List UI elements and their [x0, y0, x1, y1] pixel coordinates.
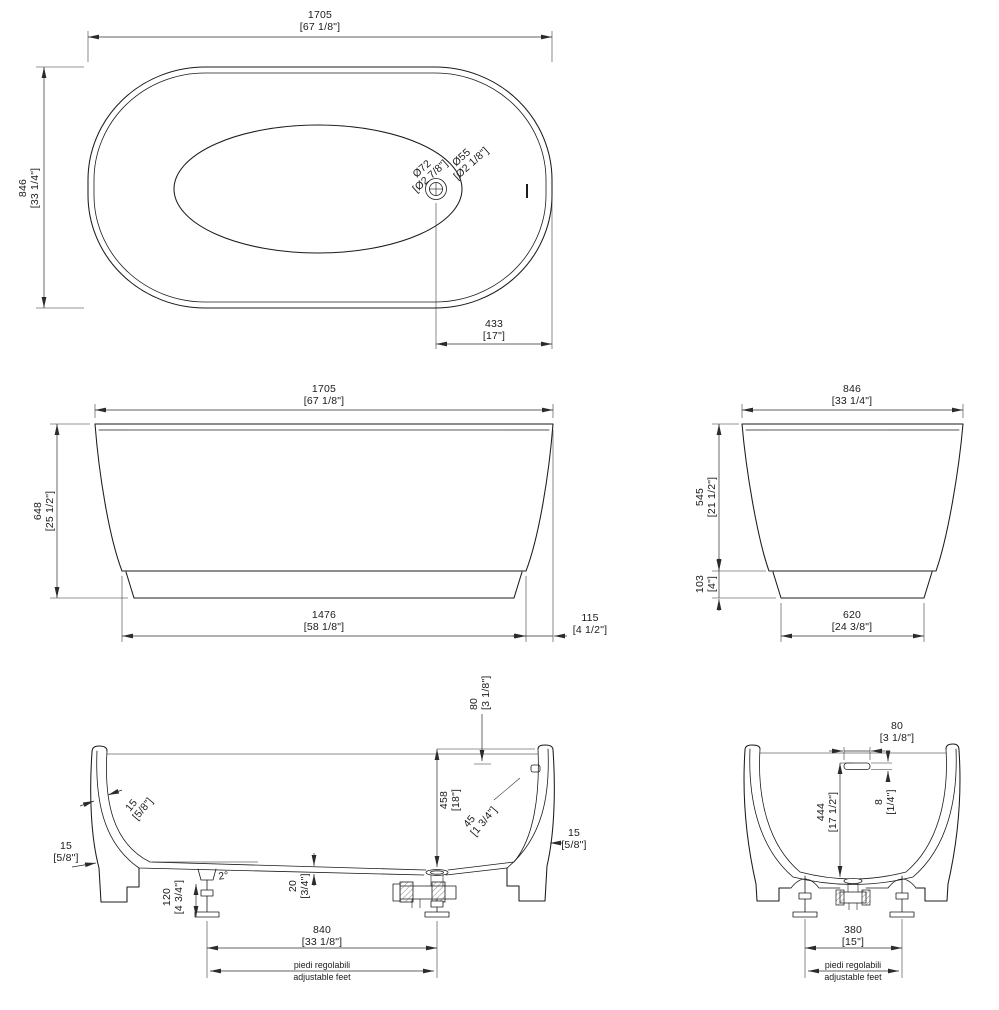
long-wall-left-in: [5/8"]	[53, 852, 78, 864]
long-feet-mm: 840	[313, 924, 331, 936]
long-bottom-mm: 20	[287, 880, 299, 892]
front-length-in: [67 1/8"]	[304, 395, 345, 407]
long-rim-mm: 45	[461, 813, 478, 830]
drain-cross	[835, 878, 871, 910]
long-wall-left-mm: 15	[60, 840, 72, 852]
long-depth-mm: 458	[438, 791, 450, 809]
dim-side-width: 846 [33 1/4"]	[741, 383, 964, 418]
top-width-mm: 846	[17, 179, 29, 197]
front-base-mm: 1476	[312, 609, 336, 621]
side-base-width-mm: 620	[843, 609, 861, 621]
side-view-outline	[741, 423, 964, 599]
top-length-in: [67 1/8"]	[300, 21, 341, 33]
side-width-mm: 846	[843, 383, 861, 395]
cross-feet-note-it: piedi regolabili	[825, 960, 881, 970]
longitudinal-section: 80 [3 1/8"] 458 [18"] 45 [1 3/4"] 15 [5/…	[53, 675, 586, 982]
dim-overflow-long: 80 [3 1/8"]	[468, 675, 492, 765]
foot-cross-right	[889, 875, 915, 918]
long-bottom-in: [3/4"]	[299, 873, 311, 898]
front-inset-mm: 115	[581, 612, 598, 624]
dim-top-length: 1705 [67 1/8"]	[87, 9, 553, 62]
dim-front-inset: 115 [4 1/2"]	[512, 430, 607, 642]
label-drain-inner: Ø55 [Ø2 1/8"]	[450, 145, 491, 183]
long-feet-in: [33 1/8"]	[302, 936, 343, 948]
dim-feet-380: 380 [15"] piedi regolabili adjustable fe…	[804, 919, 903, 982]
dim-front-height: 648 [25 1/2"]	[32, 423, 128, 599]
front-length-mm: 1705	[312, 383, 336, 395]
front-view-outline	[94, 423, 554, 599]
dim-side-base-width: 620 [24 3/8"]	[780, 603, 925, 642]
side-body-height-mm: 545	[694, 488, 706, 506]
label-drain-outer: Ø72 [Ø2 7/8"]	[410, 157, 450, 195]
cross-feet-mm: 380	[844, 924, 862, 936]
foot-cross-left	[792, 875, 818, 918]
dim-front-length: 1705 [67 1/8"]	[94, 383, 554, 418]
long-section-outline	[90, 744, 555, 903]
side-base-height-in: [4"]	[706, 576, 718, 592]
side-base-height-mm: 103	[694, 575, 706, 593]
long-wall-top-mm: 15	[123, 797, 140, 814]
cross-depth-in: [17 1/2"]	[827, 792, 839, 833]
front-height-mm: 648	[32, 502, 44, 520]
long-feet-note-it: piedi regolabili	[294, 960, 350, 970]
long-wall-top-in: [5/8"]	[130, 795, 155, 822]
side-view: 846 [33 1/4"] 545 [21 1/2"] 103 [4"] 620…	[694, 383, 964, 642]
drain-offset-mm: 433	[485, 318, 503, 330]
dim-feet-840: 840 [33 1/8"] piedi regolabili adjustabl…	[206, 921, 438, 982]
front-inset-in: [4 1/2"]	[573, 624, 608, 636]
top-view-outline	[87, 66, 553, 309]
long-clearance-in: [4 3/4"]	[173, 880, 185, 915]
long-wall-right-mm: 15	[568, 827, 580, 839]
floor-slope-label: 2°	[218, 869, 230, 882]
dim-bottom-20: 20 [3/4"]	[287, 853, 317, 899]
side-body-height-in: [21 1/2"]	[706, 477, 718, 518]
dim-clearance-120: 120 [4 3/4"]	[161, 880, 199, 917]
drain-plan	[425, 178, 447, 200]
foot-left	[194, 868, 220, 918]
drain-section	[392, 869, 457, 908]
dim-side-body-height: 545 [21 1/2"]	[694, 423, 766, 572]
dim-top-width: 846 [33 1/4"]	[17, 66, 84, 309]
dim-front-base: 1476 [58 1/8"]	[121, 576, 527, 642]
long-clearance-mm: 120	[161, 888, 173, 906]
top-width-in: [33 1/4"]	[29, 168, 41, 209]
cross-overflow-in: [3 1/8"]	[880, 732, 915, 744]
foot-right	[424, 898, 450, 918]
dim-depth-444: 444 [17 1/2"]	[815, 762, 853, 877]
long-overflow-in: [3 1/8"]	[480, 675, 492, 710]
dim-wall-left-15: 15 [5/8"]	[53, 840, 97, 868]
dim-rim-45: 45 [1 3/4"]	[461, 777, 521, 839]
dim-side-base-height: 103 [4"]	[694, 558, 776, 611]
side-width-in: [33 1/4"]	[832, 395, 873, 407]
top-length-mm: 1705	[308, 9, 332, 21]
front-base-in: [58 1/8"]	[304, 621, 345, 633]
dim-depth-458: 458 [18"]	[434, 748, 535, 867]
side-base-width-in: [24 3/8"]	[832, 621, 873, 633]
cross-section-outline	[743, 743, 961, 902]
long-feet-note-en: adjustable feet	[293, 972, 351, 982]
front-height-in: [25 1/2"]	[44, 491, 56, 532]
dim-overflow-cross: 80 [3 1/8"]	[829, 720, 914, 760]
long-overflow-mm: 80	[468, 698, 480, 710]
cross-overflow-mm: 80	[891, 720, 903, 732]
cross-section: 80 [3 1/8"] 444 [17 1/2"] 8 [1/4"] 380 […	[743, 720, 961, 982]
cross-feet-note-en: adjustable feet	[824, 972, 882, 982]
cross-slot-mm: 8	[873, 799, 885, 805]
cross-depth-mm: 444	[815, 803, 827, 821]
long-wall-right-in: [5/8"]	[561, 839, 586, 851]
front-view: 1705 [67 1/8"] 648 [25 1/2"] 1476 [58 1/…	[32, 383, 607, 642]
cross-feet-in: [15"]	[842, 936, 864, 948]
cross-slot-in: [1/4"]	[885, 789, 897, 814]
dim-wall-right-15: 15 [5/8"]	[550, 827, 586, 851]
top-view: 1705 [67 1/8"] 846 [33 1/4"] 433 [17"] Ø…	[17, 9, 553, 349]
dim-drain-offset: 433 [17"]	[435, 197, 553, 349]
dim-slot-height-8: 8 [1/4"]	[871, 750, 897, 815]
long-depth-in: [18"]	[450, 789, 462, 811]
drain-offset-in: [17"]	[483, 330, 505, 342]
